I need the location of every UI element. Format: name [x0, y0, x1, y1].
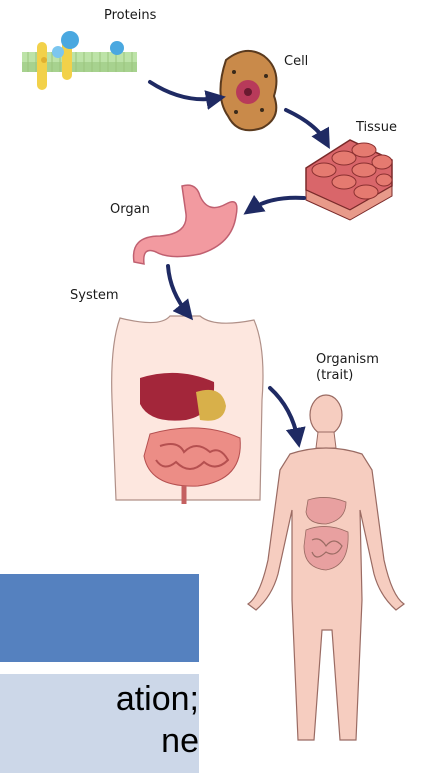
- cell-icon: [220, 51, 276, 130]
- label-organ: Organ: [110, 202, 150, 218]
- arrow-tissue-to-organ: [250, 198, 304, 210]
- arrow-proteins-to-cell: [150, 82, 218, 99]
- tissue-icon: [306, 140, 392, 220]
- arrow-system-to-organism: [270, 388, 298, 440]
- label-proteins: Proteins: [104, 8, 156, 24]
- label-cell: Cell: [284, 54, 308, 70]
- arrow-organ-to-system: [168, 266, 188, 314]
- arrow-cell-to-tissue: [286, 110, 326, 142]
- panel-text-line2: ne: [0, 720, 199, 762]
- panel-text-line1: ation;: [0, 678, 199, 720]
- text-panel: ation; ne: [0, 674, 199, 773]
- human-body-icon: [248, 395, 404, 740]
- label-organism: Organism (trait): [316, 352, 379, 384]
- blue-title-bar: [0, 574, 199, 662]
- protein-membrane-icon: [22, 31, 137, 90]
- label-tissue: Tissue: [356, 120, 397, 136]
- digestive-system-icon: [112, 316, 263, 504]
- stomach-icon: [134, 185, 237, 264]
- label-system: System: [70, 288, 118, 304]
